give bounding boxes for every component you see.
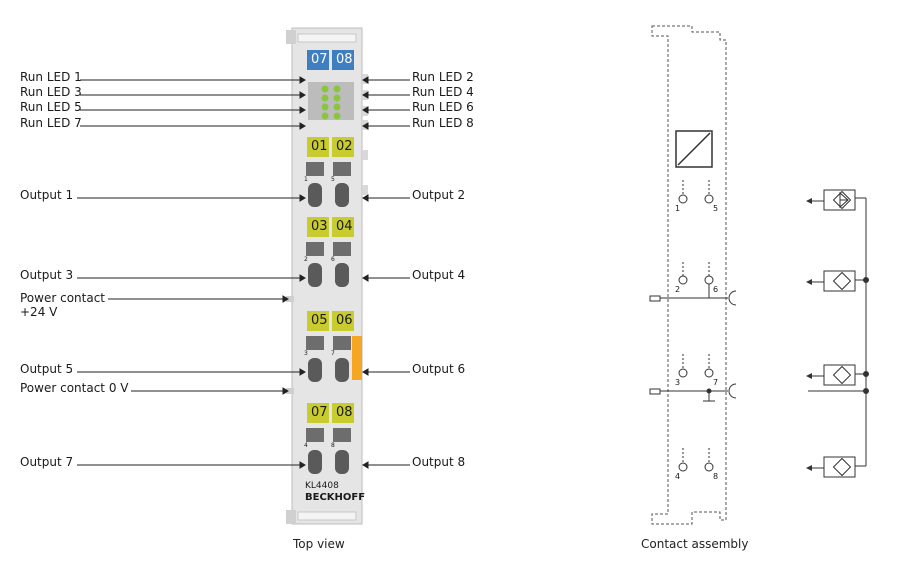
left-callouts <box>77 76 306 469</box>
actuator-blocks <box>808 197 869 467</box>
terminal-number-4: 4 <box>304 442 308 449</box>
chip-top-a-label: 07 <box>311 52 328 67</box>
chip-g4-a-label: 07 <box>311 405 328 420</box>
chip-g4-b <box>332 403 354 423</box>
terminal-number-8: 8 <box>331 442 335 449</box>
label-run-led-8: Run LED 8 <box>412 116 474 130</box>
pin-label-4: 4 <box>675 472 681 481</box>
chip-g1-a <box>307 137 329 157</box>
label-power-contact-0v: Power contact 0 V <box>20 381 129 395</box>
contact-pins <box>678 180 714 472</box>
pin-label-1: 1 <box>675 204 681 213</box>
label-power-contact-24v-1: Power contact <box>20 291 106 305</box>
label-output-6: Output 6 <box>412 362 466 376</box>
brand-logo: BECKHOFF <box>305 492 366 503</box>
label-run-led-7: Run LED 7 <box>20 116 82 130</box>
pin-label-3: 3 <box>675 378 681 387</box>
caption-top-view: Top view <box>293 537 345 551</box>
label-run-led-4: Run LED 4 <box>412 85 474 99</box>
converter-symbol <box>675 130 713 168</box>
actuator-3 <box>806 364 856 386</box>
run-led-block <box>308 82 354 120</box>
label-output-1: Output 1 <box>20 188 74 202</box>
chip-top-b-label: 08 <box>336 52 353 67</box>
chip-g3-a <box>307 311 329 331</box>
pin-label-6: 6 <box>713 285 719 294</box>
label-output-2: Output 2 <box>412 188 466 202</box>
terminal-row-1 <box>306 162 351 207</box>
terminal-row-3 <box>306 336 351 382</box>
chip-g4-b-label: 08 <box>336 405 353 420</box>
pin-label-2: 2 <box>675 285 681 294</box>
label-run-led-5: Run LED 5 <box>20 100 82 114</box>
chip-g1-b <box>332 137 354 157</box>
chip-g1-b-label: 02 <box>336 139 353 154</box>
terminal-row-2 <box>306 242 351 287</box>
label-run-led-3: Run LED 3 <box>20 85 82 99</box>
model-label: KL4408 <box>305 481 339 491</box>
caption-contact-assembly: Contact assembly <box>641 537 749 551</box>
power-rails <box>649 284 737 402</box>
label-power-contact-24v-2: +24 V <box>20 305 58 319</box>
chip-g2-a <box>307 217 329 237</box>
contact-frame <box>651 25 727 525</box>
chip-g2-b <box>332 217 354 237</box>
label-output-5: Output 5 <box>20 362 74 376</box>
pin-label-8: 8 <box>713 472 719 481</box>
chip-g3-b-label: 06 <box>336 313 353 328</box>
actuator-4 <box>806 456 856 478</box>
power-contact-strip <box>352 336 362 380</box>
label-output-3: Output 3 <box>20 268 74 282</box>
label-run-led-1: Run LED 1 <box>20 70 82 84</box>
label-run-led-2: Run LED 2 <box>412 70 474 84</box>
terminal-number-3: 3 <box>304 350 308 357</box>
terminal-number-1: 1 <box>304 176 308 183</box>
chip-g2-a-label: 03 <box>311 219 328 234</box>
chip-g3-a-label: 05 <box>311 313 328 328</box>
pin-label-5: 5 <box>713 204 719 213</box>
label-output-4: Output 4 <box>412 268 466 282</box>
terminal-number-7: 7 <box>331 350 335 357</box>
label-run-led-6: Run LED 6 <box>412 100 474 114</box>
terminal-row-4 <box>306 428 351 474</box>
chip-g4-a <box>307 403 329 423</box>
chip-g3-b <box>332 311 354 331</box>
right-callouts <box>362 76 410 469</box>
label-output-8: Output 8 <box>412 455 466 469</box>
terminal-number-5: 5 <box>331 176 335 183</box>
chip-top-b <box>332 50 354 70</box>
label-output-7: Output 7 <box>20 455 74 469</box>
pin-label-7: 7 <box>713 378 719 387</box>
terminal-number-2: 2 <box>304 256 308 263</box>
chip-top-a <box>307 50 329 70</box>
chip-g1-a-label: 01 <box>311 139 328 154</box>
chip-g2-b-label: 04 <box>336 219 353 234</box>
actuator-1 <box>806 189 856 211</box>
terminal-number-6: 6 <box>331 256 335 263</box>
actuator-2 <box>806 270 856 292</box>
